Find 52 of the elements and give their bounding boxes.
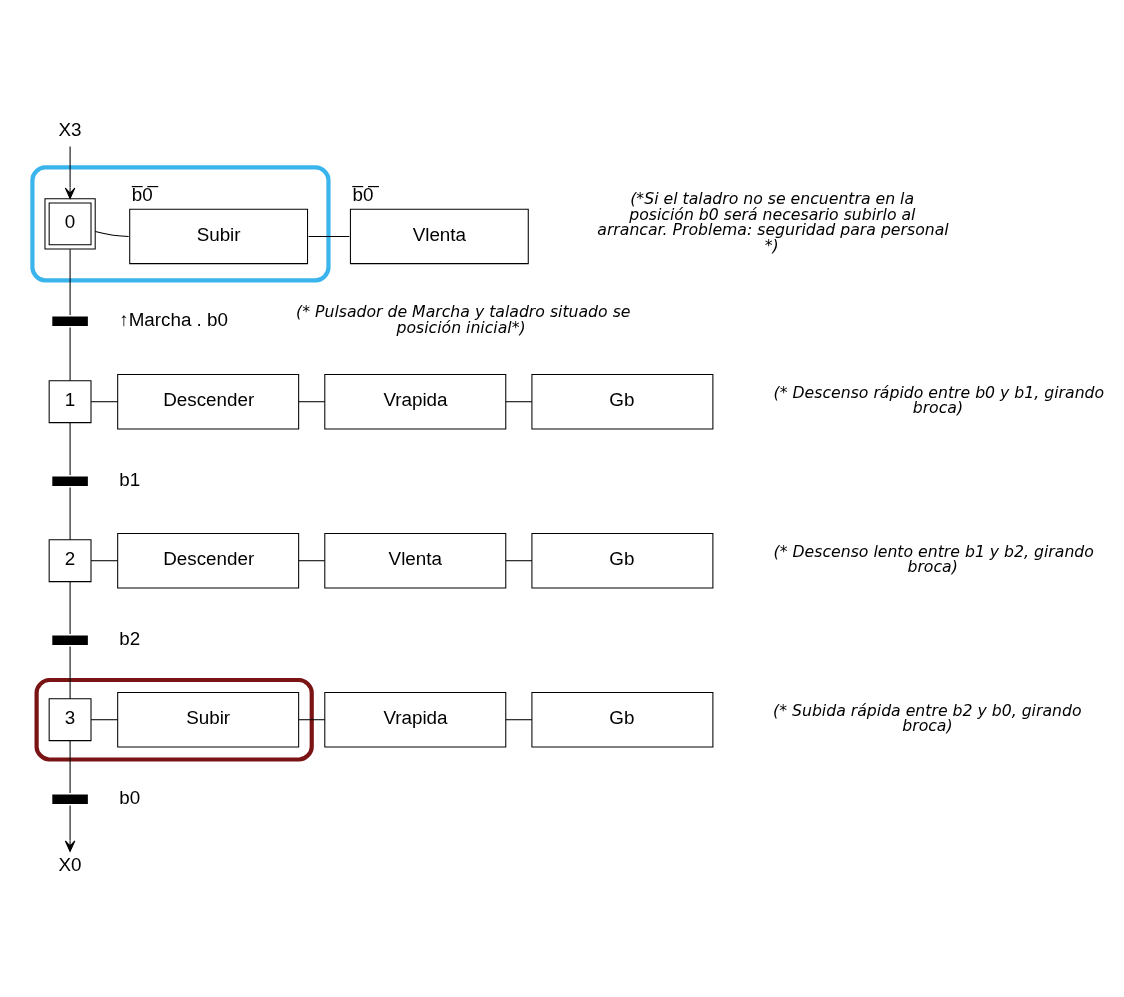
cluster	[30, 164, 331, 282]
node-bar	[52, 476, 88, 486]
connector	[505, 400, 533, 402]
node-bar	[52, 794, 88, 804]
connector	[90, 718, 119, 720]
node-label: b0	[119, 786, 141, 808]
connector	[298, 559, 326, 561]
node-text: X3	[58, 118, 82, 140]
connector	[69, 739, 71, 793]
node-box: 3	[48, 697, 92, 741]
connector	[69, 645, 71, 699]
node-box: Gb	[531, 373, 714, 429]
node-text: X0	[58, 853, 82, 875]
node-bar	[52, 635, 88, 645]
node-box: 0	[44, 197, 96, 249]
connector	[69, 248, 71, 315]
node-box: Vlenta	[324, 532, 507, 588]
arrow	[64, 145, 76, 199]
node-box: 2	[48, 538, 92, 582]
node-box: Subir	[129, 208, 309, 264]
connector	[505, 559, 533, 561]
connector	[94, 230, 130, 237]
connector	[298, 400, 326, 402]
connector	[69, 421, 71, 475]
node-label: b1	[119, 468, 141, 490]
node-box: Subir	[117, 691, 300, 747]
label: (* Descenso rápido entre b0 y b1, girando broca)	[773, 382, 1105, 417]
connector	[90, 559, 119, 561]
connector	[90, 400, 119, 402]
node-box: Descender	[117, 532, 300, 588]
connector	[298, 718, 326, 720]
connector	[69, 326, 71, 381]
node-box: Vrapida	[324, 373, 507, 429]
node-box: Gb	[531, 532, 714, 588]
node-box: Vlenta	[349, 208, 529, 264]
label: (* Subida rápida entre b2 y b0, girando broca)	[773, 700, 1082, 735]
node-box: Vrapida	[324, 691, 507, 747]
connector	[69, 580, 71, 634]
node-label: b2	[119, 627, 141, 649]
connector	[308, 235, 350, 237]
node-box: Gb	[531, 691, 714, 747]
label: (*Si el taladro no se encuentra en la posición b0 será necesario subirlo al arrancar. Problema: seguridad para personal *)	[597, 188, 949, 255]
node-bar	[52, 315, 88, 326]
arrow	[64, 804, 76, 852]
node-box: Descender	[117, 373, 300, 429]
node-box: 1	[48, 379, 92, 423]
label: (* Descenso lento entre b1 y b2, girando broca)	[773, 541, 1094, 576]
label: (* Pulsador de Marcha y taladro situado se posición inicial*)	[296, 301, 631, 337]
connector	[505, 718, 533, 720]
cluster	[34, 677, 314, 762]
connector	[69, 486, 71, 540]
node-label: ↑Marcha . b0	[119, 308, 228, 330]
